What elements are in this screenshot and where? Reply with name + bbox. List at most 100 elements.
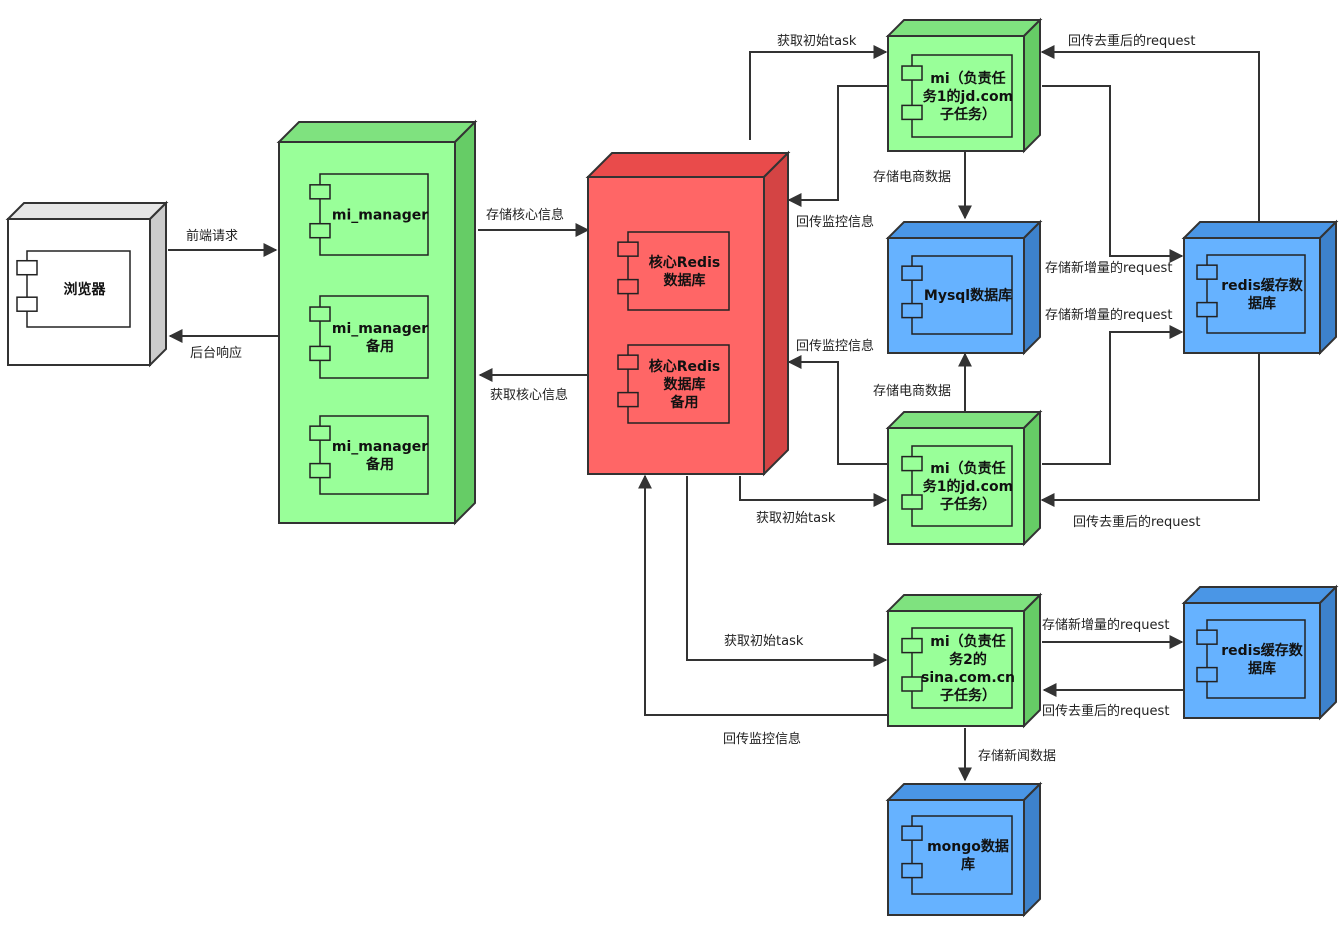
component-tab-icon — [16, 259, 38, 276]
browser-node[interactable]: 浏览器 — [5, 200, 169, 368]
manager-node-front-face — [278, 141, 456, 524]
mi-jd-top-node-top-face — [885, 19, 1043, 37]
label-store-core-info: 存储核心信息 — [486, 207, 564, 223]
edge-return-monitor-top — [787, 85, 888, 207]
component-label: 核心Redis — [649, 254, 720, 271]
redis-core-node-top-face — [585, 152, 791, 178]
component-manager[interactable]: mi_manager — [309, 173, 429, 256]
component-label: Mysql数据库 — [924, 287, 1012, 304]
mongo-node-side-face — [1023, 781, 1041, 918]
component-box — [911, 255, 1013, 335]
component-label: mi（负责任 — [930, 460, 1005, 477]
label-return-monitor-sina: 回传监控信息 — [723, 731, 801, 747]
label-store-ecom-top: 存储电商数据 — [873, 170, 951, 185]
label-return-dedup-top: 回传去重后的request — [1068, 33, 1195, 49]
component-box — [319, 295, 429, 379]
component-box — [911, 815, 1013, 895]
component-tab-icon — [617, 391, 639, 408]
component-label: 务1的jd.com — [923, 88, 1013, 105]
label-front-request: 前端请求 — [186, 228, 238, 244]
component-label: 数据库 — [664, 272, 706, 289]
component-tab-icon — [309, 345, 331, 362]
component-tab-icon — [309, 462, 331, 479]
component-box — [26, 250, 131, 328]
component-box — [319, 415, 429, 495]
component-box — [627, 344, 730, 424]
component-tab-icon — [901, 676, 923, 692]
component-label: mi（负责任 — [930, 70, 1005, 87]
component-tab-icon — [309, 425, 331, 441]
component-tab-icon — [1196, 666, 1218, 683]
label-store-new-req-bottom: 存储新增量的request — [1045, 307, 1172, 323]
component-tab-icon — [309, 184, 331, 200]
component-box — [319, 173, 429, 256]
label-store-news: 存储新闻数据 — [978, 748, 1056, 764]
component-label: 核心Redis — [649, 358, 720, 375]
edge-labels: 前端请求 后台响应 存储核心信息 获取核心信息 获取初始task 回传监控信息 … — [186, 33, 1200, 764]
component-browser[interactable]: 浏览器 — [16, 250, 131, 328]
component-tab-icon — [901, 455, 923, 472]
component-label: redis缓存数 — [1221, 277, 1304, 294]
component-tab-icon — [901, 104, 923, 121]
redis-cache1-node-side-face — [1319, 219, 1337, 356]
mysql-node-side-face — [1023, 219, 1041, 356]
component-tab-icon — [309, 222, 331, 239]
edge-store-new-req-bottom — [1042, 325, 1184, 465]
component-mysql[interactable]: Mysql数据库 — [901, 255, 1013, 335]
component-tab-icon — [901, 494, 923, 510]
component-label: sina.com.cn — [921, 670, 1015, 686]
component-label: 据库 — [1248, 295, 1276, 312]
edge-get-task-top — [749, 45, 888, 140]
edge-return-monitor-mid — [787, 355, 888, 465]
component-tab-icon — [901, 302, 923, 319]
label-get-core-info: 获取核心信息 — [490, 387, 568, 403]
component-box — [1206, 254, 1306, 334]
label-return-dedup-sina: 回传去重后的request — [1042, 703, 1169, 719]
label-get-task-top: 获取初始task — [777, 34, 857, 49]
component-tab-icon — [617, 241, 639, 257]
label-store-new-req-sina: 存储新增量的request — [1042, 617, 1169, 633]
component-label: mi（负责任 — [930, 633, 1005, 650]
component-label: mi_manager — [332, 208, 428, 224]
component-tab-icon — [309, 306, 331, 322]
edge-return-dedup-bottom — [1040, 354, 1260, 507]
nodes: 浏览器mi_managermi_manager备用mi_manager备用核心R… — [5, 17, 1339, 918]
mi-jd-bottom-node-side-face — [1023, 409, 1041, 547]
component-label: 数据库 — [664, 376, 706, 393]
mi-jd-top-node-side-face — [1023, 17, 1041, 154]
browser-node-top-face — [5, 202, 169, 220]
label-get-task-sina: 获取初始task — [724, 634, 804, 649]
mysql-node-top-face — [885, 221, 1043, 239]
component-tab-icon — [901, 637, 923, 654]
component-box — [627, 231, 730, 311]
edges — [168, 45, 1260, 782]
component-label: mi_manager — [332, 321, 428, 337]
component-label: 子任务） — [940, 106, 996, 123]
component-tab-icon — [901, 265, 923, 281]
redis-core-node-front-face — [587, 176, 765, 475]
component-box — [911, 627, 1013, 709]
browser-node-side-face — [149, 200, 167, 368]
mysql-node[interactable]: Mysql数据库 — [885, 219, 1043, 356]
component-label: 据库 — [1248, 660, 1276, 677]
component-label: 库 — [961, 856, 975, 873]
